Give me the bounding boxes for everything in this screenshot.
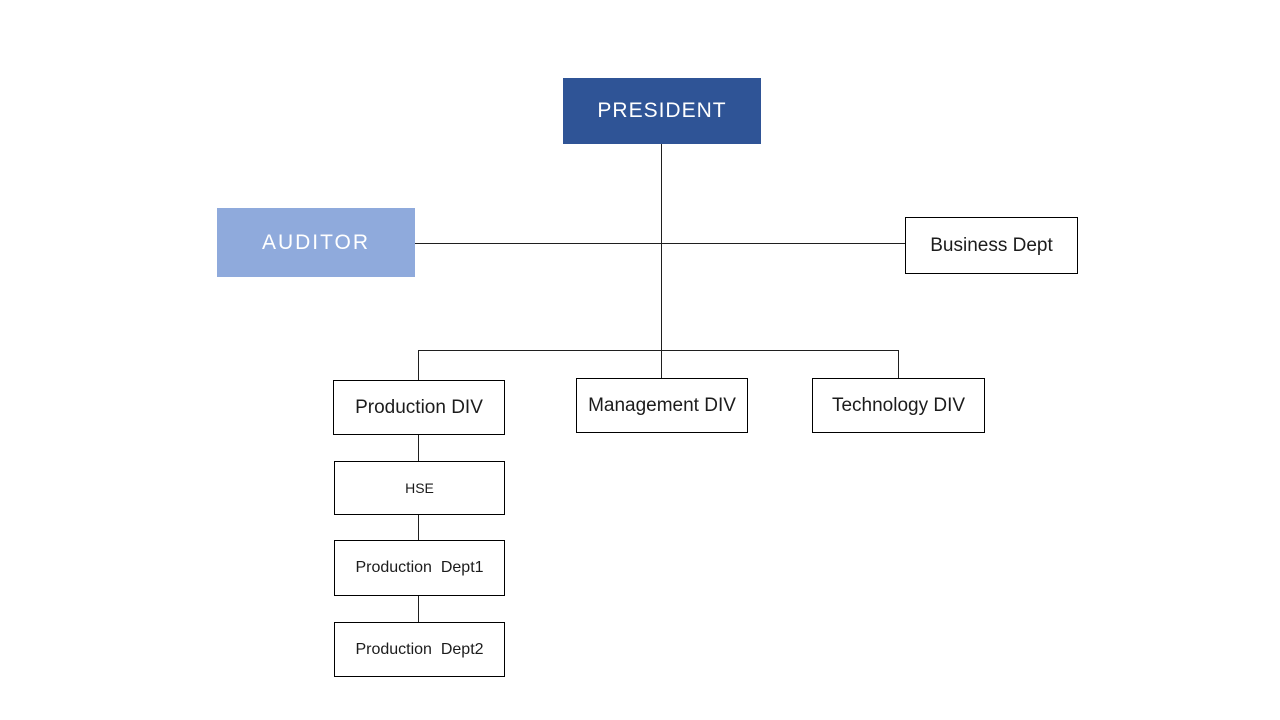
management-div-label: Management DIV — [588, 394, 736, 416]
org-node-auditor[interactable]: AUDITOR — [217, 208, 415, 277]
connector-production-div-stub — [418, 350, 419, 380]
connector-dept1-dept2 — [418, 596, 419, 622]
hse-label: HSE — [405, 480, 434, 496]
auditor-label: AUDITOR — [261, 230, 371, 254]
technology-div-label: Technology DIV — [831, 394, 966, 416]
org-node-business-dept[interactable]: Business Dept — [905, 217, 1078, 274]
connector-auditor-business — [415, 243, 905, 244]
org-node-production-dept1[interactable]: Production Dept1 — [334, 540, 505, 596]
production-dept1-label: Production Dept1 — [355, 559, 484, 576]
production-dept2-label: Production Dept2 — [355, 640, 484, 658]
president-label: PRESIDENT — [597, 99, 727, 122]
org-node-production-div[interactable]: Production DIV — [333, 380, 505, 435]
production-div-label: Production DIV — [355, 396, 483, 418]
connector-president-vertical — [661, 144, 662, 378]
connector-technology-div-stub — [898, 350, 899, 378]
business-dept-label: Business Dept — [930, 234, 1053, 256]
org-node-hse[interactable]: HSE — [334, 461, 505, 515]
connector-divisions-horizontal — [418, 350, 899, 351]
org-node-technology-div[interactable]: Technology DIV — [812, 378, 985, 433]
org-node-production-dept2[interactable]: Production Dept2 — [334, 622, 505, 677]
connector-production-hse — [418, 435, 419, 461]
org-node-president[interactable]: PRESIDENT — [563, 78, 761, 144]
org-node-management-div[interactable]: Management DIV — [576, 378, 748, 433]
connector-hse-dept1 — [418, 515, 419, 540]
